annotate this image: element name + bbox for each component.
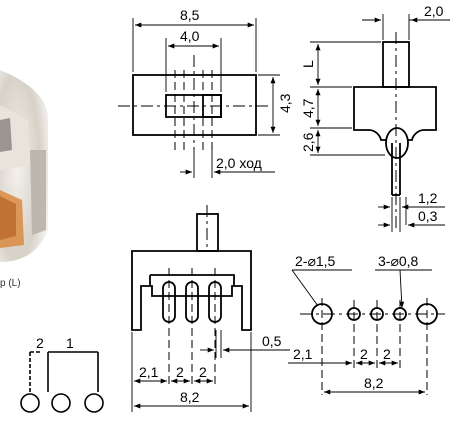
hole-dim-2b: 2 [383, 346, 391, 362]
dim-height-4-7: 4,7 [300, 98, 316, 118]
hole-label-small: 3-⌀0,8 [378, 253, 419, 269]
dim-pin-1-2: 1,2 [418, 190, 438, 206]
hole-label-big: 2-⌀1,5 [295, 253, 336, 269]
side-view-dimensions [310, 14, 450, 232]
top-view-centerlines [118, 55, 270, 150]
hole-pattern-centerlines [300, 298, 445, 395]
hole-pattern-dimensions [288, 269, 432, 395]
dim-pitch-2-1: 2,1 [139, 364, 159, 380]
product-photo [0, 30, 50, 265]
dim-pitch-2b: 2 [199, 364, 207, 380]
dim-height-4-3: 4,3 [277, 93, 293, 113]
dim-top-2-0: 2,0 [424, 3, 444, 19]
schematic-pin-2: 2 [36, 335, 44, 351]
hole-dim-2-1: 2,1 [293, 346, 313, 362]
side-view [353, 41, 437, 196]
schematic-symbol [20, 351, 104, 413]
dim-width-8-5: 8,5 [180, 7, 200, 23]
dim-gap-0-5: 0,5 [262, 333, 282, 349]
dim-offset-2-6: 2,6 [300, 132, 316, 152]
schematic-pin-1: 1 [66, 335, 74, 351]
dim-total-8-2: 8,2 [180, 389, 200, 405]
hole-dim-8-2: 8,2 [364, 375, 384, 391]
hole-dim-2a: 2 [360, 346, 368, 362]
front-view-centerlines [168, 205, 216, 385]
dim-L: L [300, 60, 316, 68]
dim-travel: 2,0 ход [216, 155, 262, 171]
dim-slot-4-0: 4,0 [180, 28, 200, 44]
dim-pin-0-3: 0,3 [418, 208, 438, 224]
photo-caption: р (L) [0, 278, 21, 289]
top-view-dimensions [132, 18, 280, 178]
dim-pitch-2a: 2 [176, 364, 184, 380]
front-view-dimensions [131, 330, 290, 412]
